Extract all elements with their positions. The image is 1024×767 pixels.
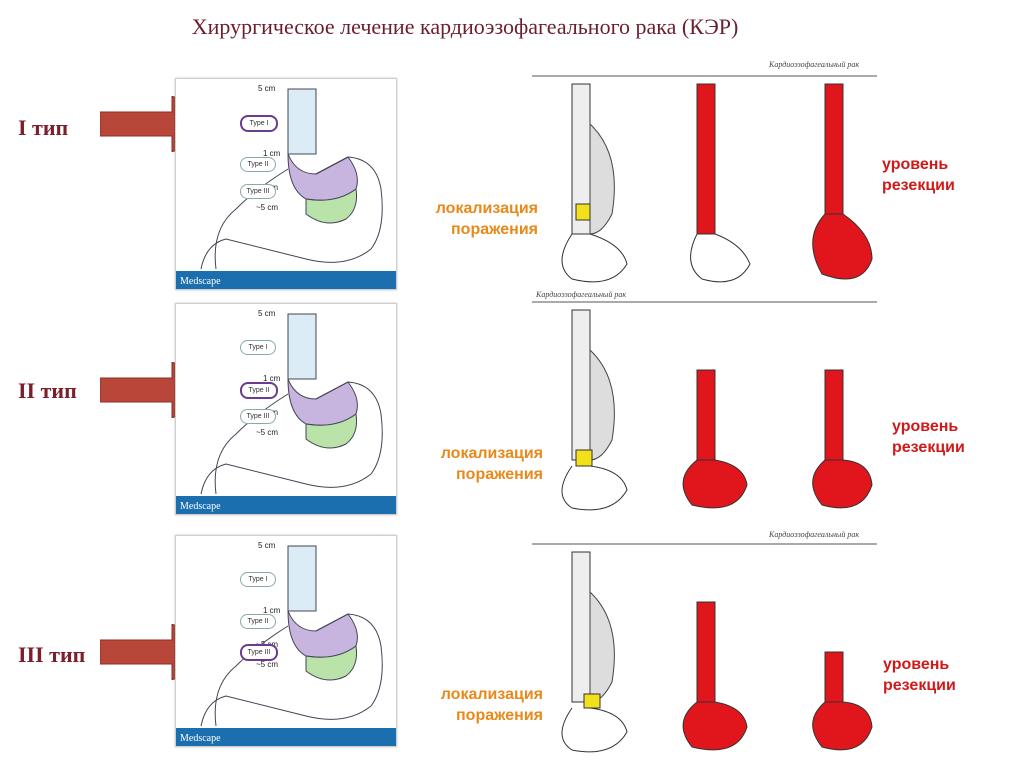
stomach-diagram	[200, 545, 383, 727]
lesion-label-1: локализация поражения	[400, 198, 538, 240]
label-5cm: 5 cm	[258, 84, 276, 93]
medscape-bar: Medscape	[176, 728, 396, 746]
type-iii-badge: Type III	[240, 409, 276, 424]
medscape-bar: Medscape	[176, 496, 396, 514]
type-1-label: I тип	[18, 115, 69, 140]
lesion-label-line2: поражения	[456, 466, 543, 483]
stomach-diagram	[200, 88, 383, 270]
resection-illustration-2: Кардиоэзофагеальный рак	[532, 290, 877, 516]
lesion-label-line1: локализация	[440, 445, 543, 462]
resection-label-line1: уровень	[883, 656, 950, 673]
medscape-logo: Medscape	[180, 501, 221, 512]
classification-panel-3: 5 cm 1 cm ~2 cm ~5 cm Type I Type II Typ…	[175, 535, 397, 747]
resection-illustration-1: Кардиоэзофагеальный рак	[532, 60, 877, 290]
lesion-label-line1: локализация	[440, 686, 543, 703]
resection-label-1: уровень резекции	[882, 154, 1002, 196]
lesion-label-line1: локализация	[435, 200, 538, 217]
resection-illustration-3: Кардиоэзофагеальный рак	[532, 530, 877, 758]
lesion-label-2: локализация поражения	[400, 443, 543, 485]
illustration-caption: Кардиоэзофагеальный рак	[769, 60, 860, 69]
type-i-badge: Type I	[240, 572, 276, 587]
lesion-label-line2: поражения	[456, 707, 543, 724]
slide-title: Хирургическое лечение кардиоэзофагеально…	[191, 14, 739, 39]
label-5cm-b: ~5 cm	[256, 660, 279, 669]
label-1cm: 1 cm	[263, 374, 281, 383]
type-i-badge: Type I	[240, 340, 276, 355]
esophagus-illustration	[532, 543, 877, 753]
label-1cm: 1 cm	[263, 149, 281, 158]
resection-label-line2: резекции	[883, 677, 956, 694]
label-5cm-b: ~5 cm	[256, 428, 279, 437]
illustration-caption: Кардиоэзофагеальный рак	[769, 530, 860, 539]
medscape-logo: Medscape	[180, 276, 221, 287]
type-ii-badge: Type II	[240, 382, 278, 399]
resection-label-line2: резекции	[892, 439, 965, 456]
esophagus-illustration	[532, 75, 877, 283]
resection-label-line2: резекции	[882, 177, 955, 194]
resection-label-line1: уровень	[882, 156, 949, 173]
resection-label-line1: уровень	[892, 418, 959, 435]
type-2-label: II тип	[18, 378, 77, 403]
type-iii-badge: Type III	[240, 644, 278, 661]
medscape-logo: Medscape	[180, 733, 221, 744]
lesion-label-3: локализация поражения	[400, 684, 543, 726]
classification-panel-1: 5 cm 1 cm ~2 cm ~5 cm Type I Type II Typ…	[175, 78, 397, 290]
type-iii-badge: Type III	[240, 184, 276, 199]
medscape-bar: Medscape	[176, 271, 396, 289]
type-i-badge: Type I	[240, 115, 278, 132]
label-5cm-b: ~5 cm	[256, 203, 279, 212]
type-ii-badge: Type II	[240, 157, 276, 172]
resection-label-2: уровень резекции	[892, 416, 1012, 458]
label-1cm: 1 cm	[263, 606, 281, 615]
esophagus-illustration	[532, 301, 877, 511]
type-ii-badge: Type II	[240, 614, 276, 629]
stomach-diagram	[200, 313, 383, 495]
label-5cm: 5 cm	[258, 541, 276, 550]
type-3-label: III тип	[18, 642, 86, 667]
lesion-label-line2: поражения	[451, 221, 538, 238]
resection-label-3: уровень резекции	[883, 654, 1003, 696]
illustration-caption: Кардиоэзофагеальный рак	[536, 290, 627, 299]
classification-panel-2: 5 cm 1 cm ~2 cm ~5 cm Type I Type II Typ…	[175, 303, 397, 515]
label-5cm: 5 cm	[258, 309, 276, 318]
